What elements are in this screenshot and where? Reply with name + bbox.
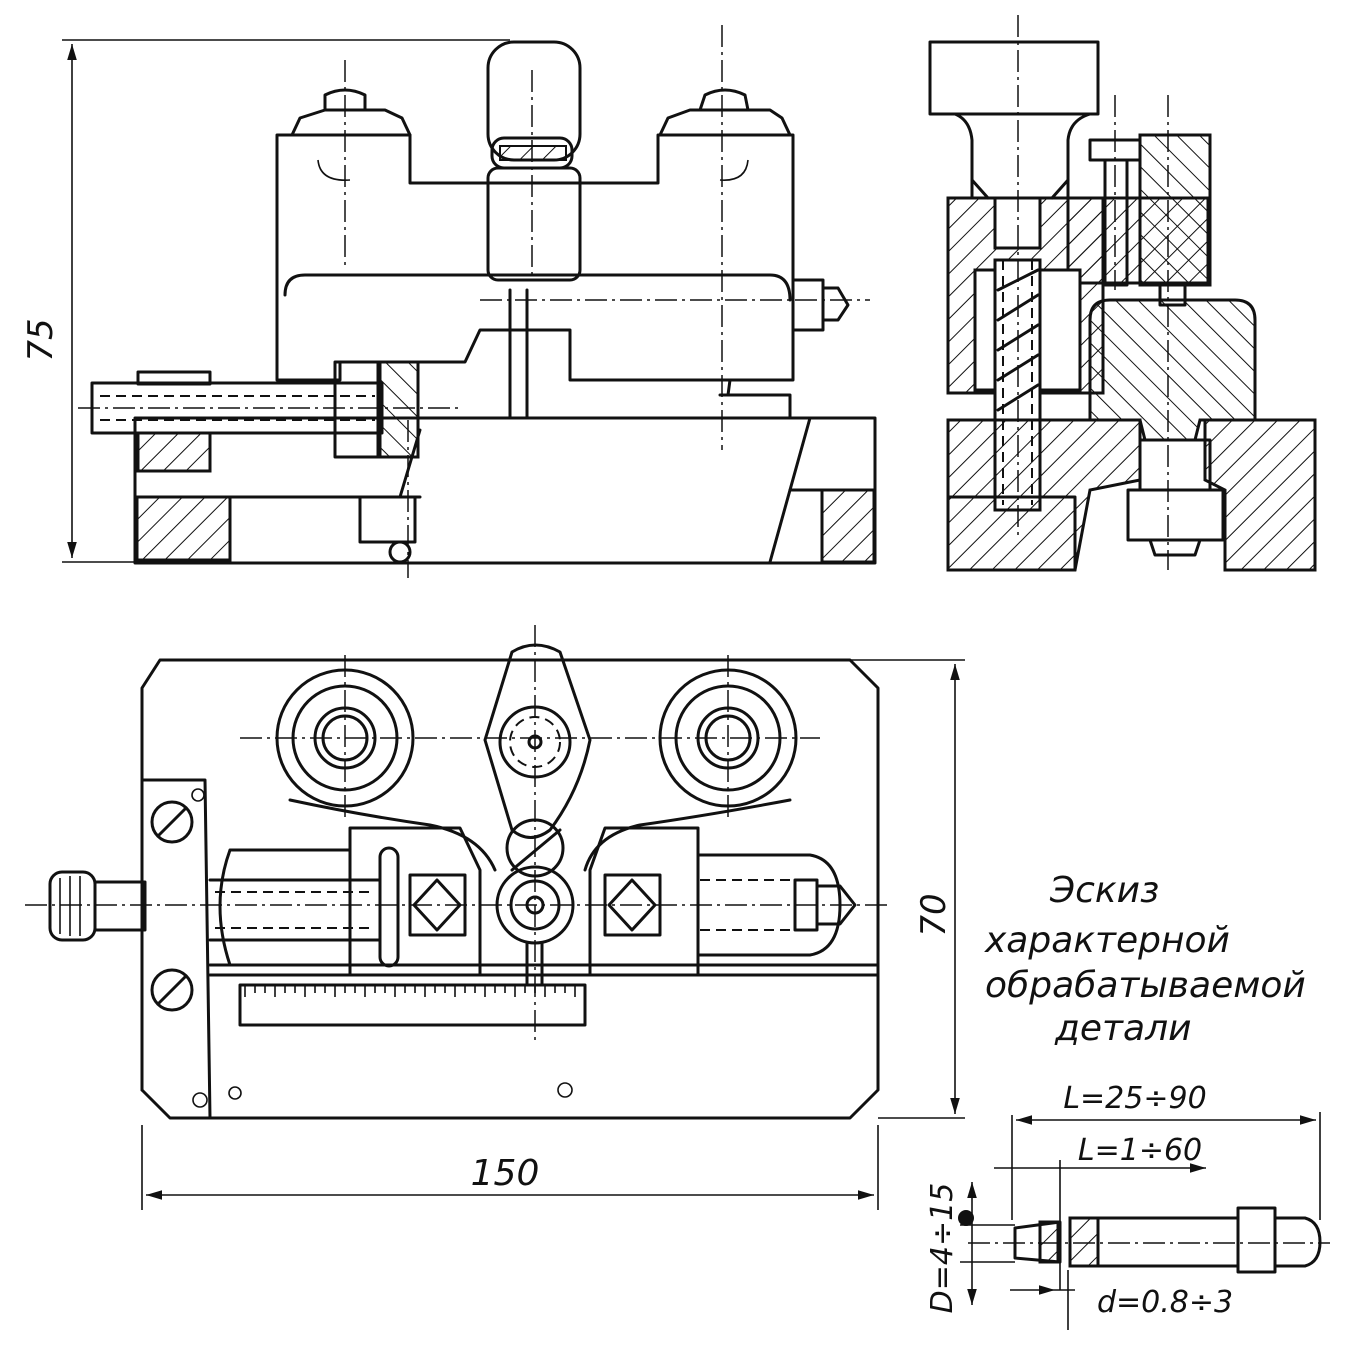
side-section-view (928, 15, 1317, 572)
diameter-big-label: D=4÷15 (925, 1183, 960, 1314)
front-view: 75 (21, 25, 877, 578)
height-dimension-label: 75 (21, 318, 61, 361)
base-left-section (135, 495, 232, 562)
caption-line-3: обрабатываемой (985, 965, 1306, 1006)
plan-view: 70 150 (25, 625, 965, 1210)
depth-dimension-label: 70 (914, 893, 954, 936)
depth-dimension: 70 (850, 659, 965, 1119)
caption-line-2: характерной (984, 920, 1230, 961)
caption-line-1: Эскиз (1049, 870, 1159, 911)
length-total-label: L=25÷90 (1063, 1081, 1206, 1116)
part-sketch: L=25÷90 L=1÷60 D=4÷15 d=0.8÷3 (925, 1081, 1330, 1330)
length-work-label: L=1÷60 (1078, 1133, 1202, 1168)
base-right-section (820, 488, 876, 564)
ruler-ticks (244, 985, 576, 997)
height-dimension: 75 (21, 39, 510, 563)
width-dimension: 150 (141, 1125, 879, 1210)
caption: Эскиз характерной обрабатываемой детали (984, 870, 1306, 1049)
width-dimension-label: 150 (471, 1153, 540, 1194)
diameter-small-label: d=0.8÷3 (1097, 1285, 1233, 1320)
caption-line-4: детали (1054, 1008, 1191, 1049)
